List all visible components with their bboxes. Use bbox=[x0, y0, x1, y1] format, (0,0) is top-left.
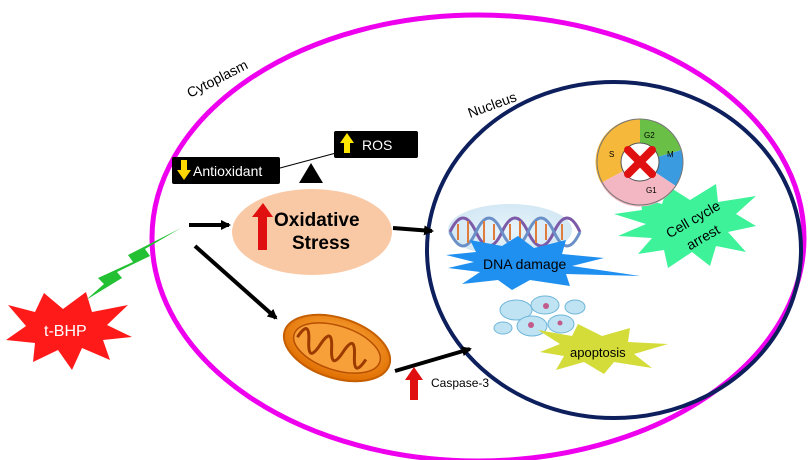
cytoplasm-label: Cytoplasm bbox=[184, 56, 250, 100]
tbhp-label: t-BHP bbox=[44, 323, 87, 340]
ros-up-arrow-icon bbox=[340, 133, 354, 153]
nucleus bbox=[425, 80, 803, 420]
ros-label: ROS bbox=[362, 137, 392, 153]
dna-damage-label: DNA damage bbox=[483, 256, 566, 272]
ros-box bbox=[334, 131, 418, 158]
arrow-to-nucleus bbox=[392, 225, 434, 236]
apoptosis-label: apoptosis bbox=[570, 345, 626, 360]
arrow-to-mitochondrion bbox=[193, 244, 278, 320]
oxidative-up-arrow-icon bbox=[252, 203, 273, 250]
lightning-bolt-icon bbox=[86, 228, 181, 300]
phase-s-label: S bbox=[609, 150, 614, 159]
red-x-icon bbox=[624, 146, 656, 178]
apoptosis-burst bbox=[538, 324, 668, 374]
antioxidant-down-arrow-icon bbox=[177, 160, 191, 180]
phase-g1-label: G1 bbox=[646, 186, 657, 195]
balance-bar bbox=[279, 152, 337, 169]
cell-membrane bbox=[149, 12, 807, 460]
oxidative-stress-line2: Stress bbox=[292, 233, 350, 254]
phase-m-label: M bbox=[667, 150, 674, 159]
oxidative-stress-ellipse bbox=[232, 189, 392, 275]
tbhp-burst bbox=[6, 292, 132, 370]
dna-damage-burst bbox=[446, 236, 640, 290]
caspase-up-arrow-icon bbox=[405, 367, 423, 400]
oxidative-stress-line1: Oxidative bbox=[274, 210, 360, 231]
balance-fulcrum-icon bbox=[299, 163, 323, 183]
arrow-to-apoptosis bbox=[394, 346, 472, 373]
phase-g2-label: G2 bbox=[644, 131, 655, 140]
cell-cluster-icon bbox=[493, 295, 586, 337]
antioxidant-label: Antioxidant bbox=[193, 163, 262, 179]
caspase-label: Caspase-3 bbox=[431, 376, 489, 390]
nucleus-label: Nucleus bbox=[466, 88, 519, 120]
antioxidant-box bbox=[172, 157, 280, 184]
mitochondrion-icon bbox=[282, 313, 392, 383]
